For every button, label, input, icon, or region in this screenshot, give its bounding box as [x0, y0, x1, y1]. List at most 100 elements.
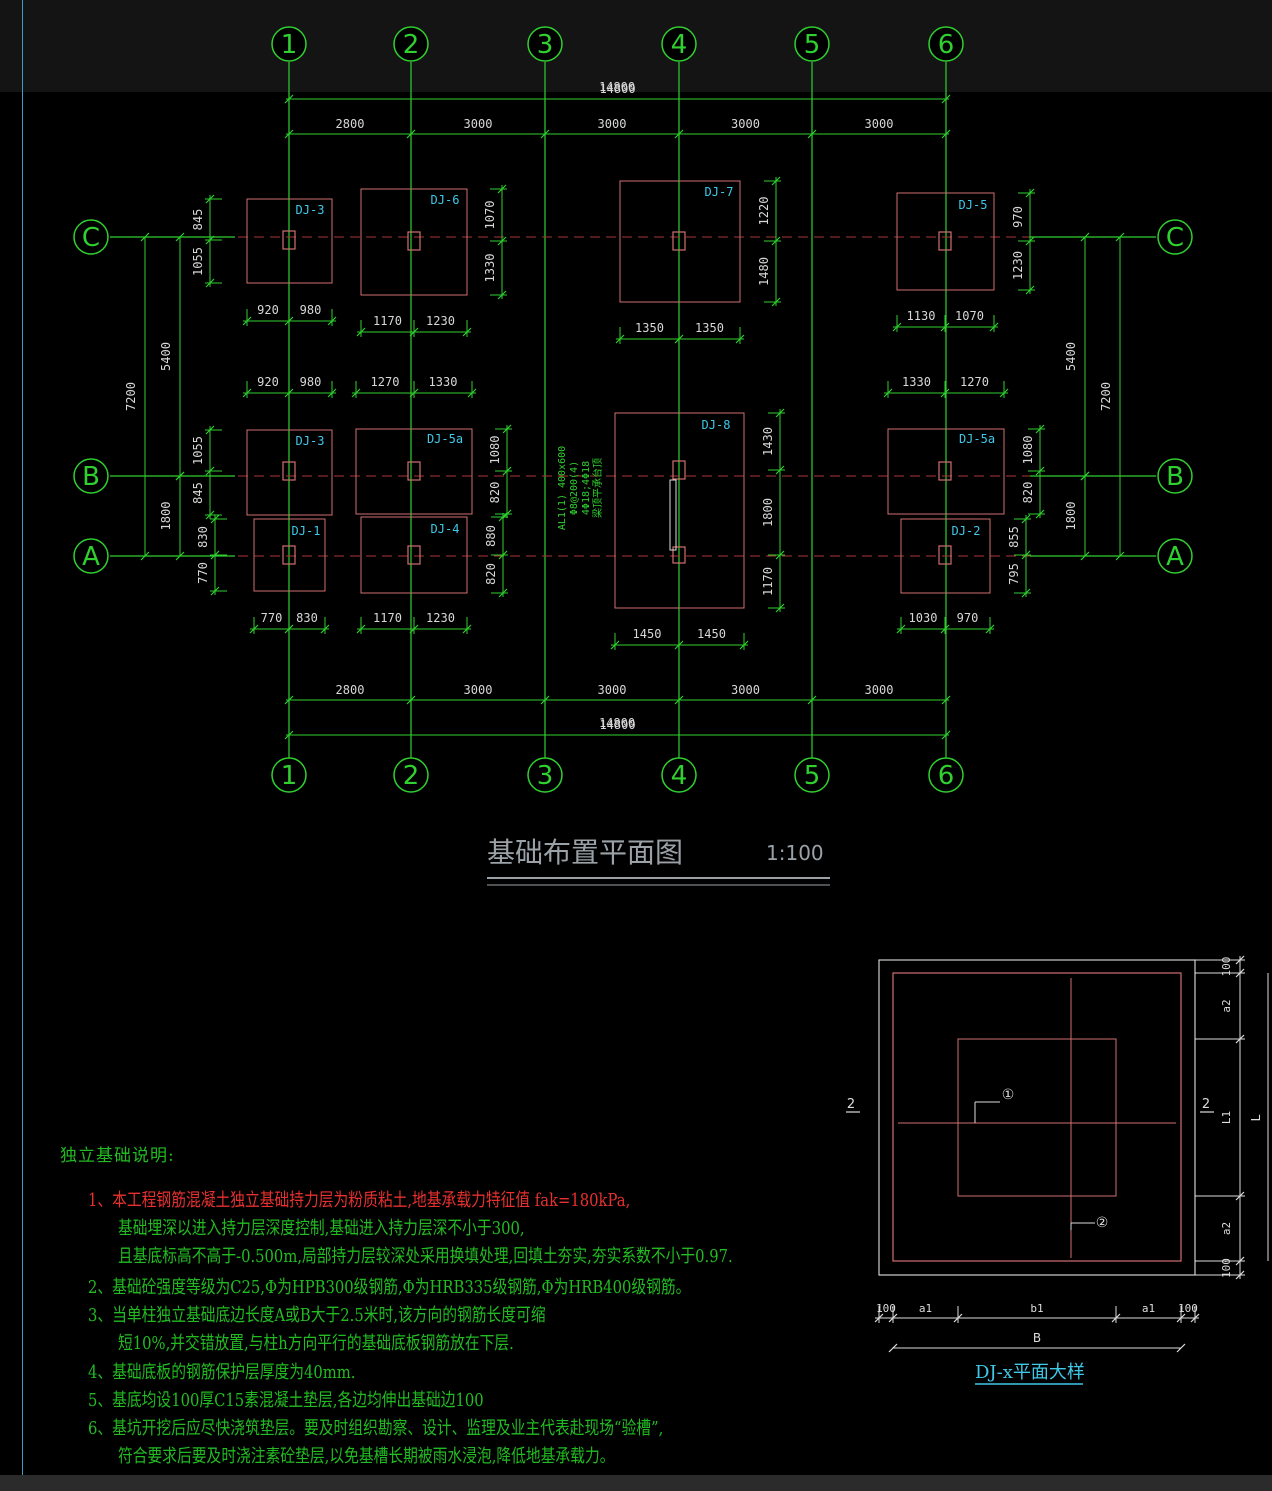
footing-dj2-column	[938, 545, 952, 565]
axis-bubble-2-bottom	[393, 757, 429, 793]
footing-dj1-column	[282, 545, 296, 565]
dim-b6-v-text: 1080	[1021, 436, 1035, 465]
dim-c6-h-text: 1130	[907, 309, 936, 323]
axis-bubble-label-C: C	[1166, 223, 1184, 253]
footing-dj6-label: DJ-6	[431, 193, 460, 207]
right-overall-dim-tick	[1115, 551, 1125, 561]
top-bay-dim-tick	[406, 129, 416, 139]
dim-b6-v-text: 820	[1021, 482, 1035, 504]
dim-a2-v-text: 880	[484, 525, 498, 547]
top-bay-dim-tick	[674, 129, 684, 139]
detail-right-dim-text: a2	[1220, 999, 1233, 1012]
left-ca-dim-text: 5400	[159, 342, 173, 371]
footing-dj5a-b2-label: DJ-5a	[427, 432, 463, 446]
footing-dj7	[619, 180, 741, 303]
dim-b2-top-text: 1330	[429, 375, 458, 389]
dim-c6-v-text: 1230	[1011, 251, 1025, 280]
detail-bottom-dim-text: b1	[1030, 1302, 1043, 1315]
note-line-10: 符合要求后要及时浇注素砼垫层,以免基槽长期被雨水浸泡,降低地基承载力。	[118, 1446, 615, 1467]
dim-c1-h-text: 920	[257, 303, 279, 317]
dim-a1-h-text: 770	[261, 611, 283, 625]
bottom-bay-dim-text: 2800	[336, 683, 365, 697]
dim-c4-h-text: 1350	[635, 321, 664, 335]
top-total-dim-tick	[941, 94, 951, 104]
dim-a1-v-text: 830	[196, 526, 210, 548]
axis-bubble-3-top	[527, 26, 563, 62]
bottom-bay-dim-text: 3000	[865, 683, 894, 697]
dim-dj8-v-text: 1800	[761, 498, 775, 527]
footing-dj2-label: DJ-2	[952, 524, 981, 538]
left-overall-dim-tick	[140, 551, 150, 561]
footing-dj5a-b6-column	[938, 461, 952, 481]
bottom-bay-dim-tick	[540, 695, 550, 705]
footing-dj1	[253, 518, 326, 592]
footing-dj5a-b2	[355, 428, 473, 515]
dim-a6-v-text: 855	[1007, 526, 1021, 548]
dim-b1-v-text: 1055	[191, 436, 205, 465]
beam-note-line: Φ8@200(4)	[569, 461, 580, 515]
dim-dj8-v-text: 1170	[761, 567, 775, 596]
footing-dj1-label: DJ-1	[292, 524, 321, 538]
beam-note-line: AL1(1) 400x600	[557, 446, 568, 530]
detail-total-B: B	[1033, 1331, 1041, 1345]
section-mark-left: 2	[847, 1097, 855, 1112]
footing-dj5-column	[938, 231, 952, 251]
axis-bubble-B-left	[73, 458, 109, 494]
detail-column-pedestal	[957, 1038, 1117, 1197]
tie-beam	[669, 479, 677, 551]
dim-a6-v-text: 795	[1007, 563, 1021, 585]
detail-footing-outline	[892, 972, 1182, 1262]
dim-c4-v-text: 1480	[757, 257, 771, 286]
axis-bubble-label-3: 3	[537, 30, 554, 60]
dim-b6-top-text: 1330	[902, 375, 931, 389]
viewport-border	[22, 0, 23, 1475]
footing-dj3-c1	[246, 198, 333, 284]
notes-title: 独立基础说明:	[60, 1146, 175, 1166]
right-overall-dim-text: 7200	[1099, 382, 1113, 411]
right-ca-dim-text: 5400	[1064, 342, 1078, 371]
note-line-1: 1、本工程钢筋混凝土独立基础持力层为粉质粘土,地基承载力特征值 fak=180k…	[88, 1190, 631, 1211]
dim-a6-h-text: 970	[957, 611, 979, 625]
dim-dj8-h-text: 1450	[633, 627, 662, 641]
axis-bubble-label-A: A	[82, 542, 100, 572]
dim-c1-v-text: 1055	[191, 247, 205, 276]
bottom-bay-dim-tick	[807, 695, 817, 705]
detail-outer-pad	[878, 959, 1196, 1276]
footing-dj7-label: DJ-7	[705, 185, 734, 199]
bottom-bay-dim-tick	[941, 695, 951, 705]
dim-c6-h-text: 1070	[955, 309, 984, 323]
top-bay-dim-text: 2800	[336, 117, 365, 131]
footing-dj6-column	[407, 231, 421, 251]
axis-bubble-C-left	[73, 219, 109, 255]
dim-b1-top-text: 920	[257, 375, 279, 389]
drawing-scale: 1:100	[766, 841, 824, 865]
dim-a2-h-text: 1170	[373, 611, 402, 625]
axis-bubble-label-4: 4	[671, 30, 688, 60]
section-mark-right: 2	[1202, 1097, 1210, 1112]
dim-c1-v-text: 845	[191, 209, 205, 231]
footing-dj6	[360, 188, 468, 296]
dim-c2-v-text: 1070	[483, 201, 497, 230]
detail-callout-1: ①	[1002, 1087, 1015, 1103]
beam-note-line: 梁顶平承台顶	[591, 458, 604, 518]
top-bay-dim-tick	[540, 129, 550, 139]
detail-bottom-dim-text: a1	[919, 1302, 932, 1315]
top-bay-dim-text: 3000	[598, 117, 627, 131]
detail-right-dim-text: 100	[1220, 957, 1233, 977]
axis-bubble-A-right	[1157, 538, 1193, 574]
detail-right-dim-text: a2	[1220, 1222, 1233, 1235]
axis-bubble-6-bottom	[928, 757, 964, 793]
footing-dj3-c1-column	[282, 230, 296, 250]
bottom-total-dim-tick	[284, 730, 294, 740]
left-ba-dim-tick	[175, 551, 185, 561]
left-ba-dim-tick	[175, 471, 185, 481]
footing-dj5-label: DJ-5	[959, 198, 988, 212]
top-bay-dim-text: 3000	[865, 117, 894, 131]
dim-b2-v-text: 1080	[488, 436, 502, 465]
axis-bubble-label-6: 6	[938, 30, 955, 60]
footing-dj3-c1-label: DJ-3	[296, 203, 325, 217]
top-total-dim-tick	[284, 94, 294, 104]
